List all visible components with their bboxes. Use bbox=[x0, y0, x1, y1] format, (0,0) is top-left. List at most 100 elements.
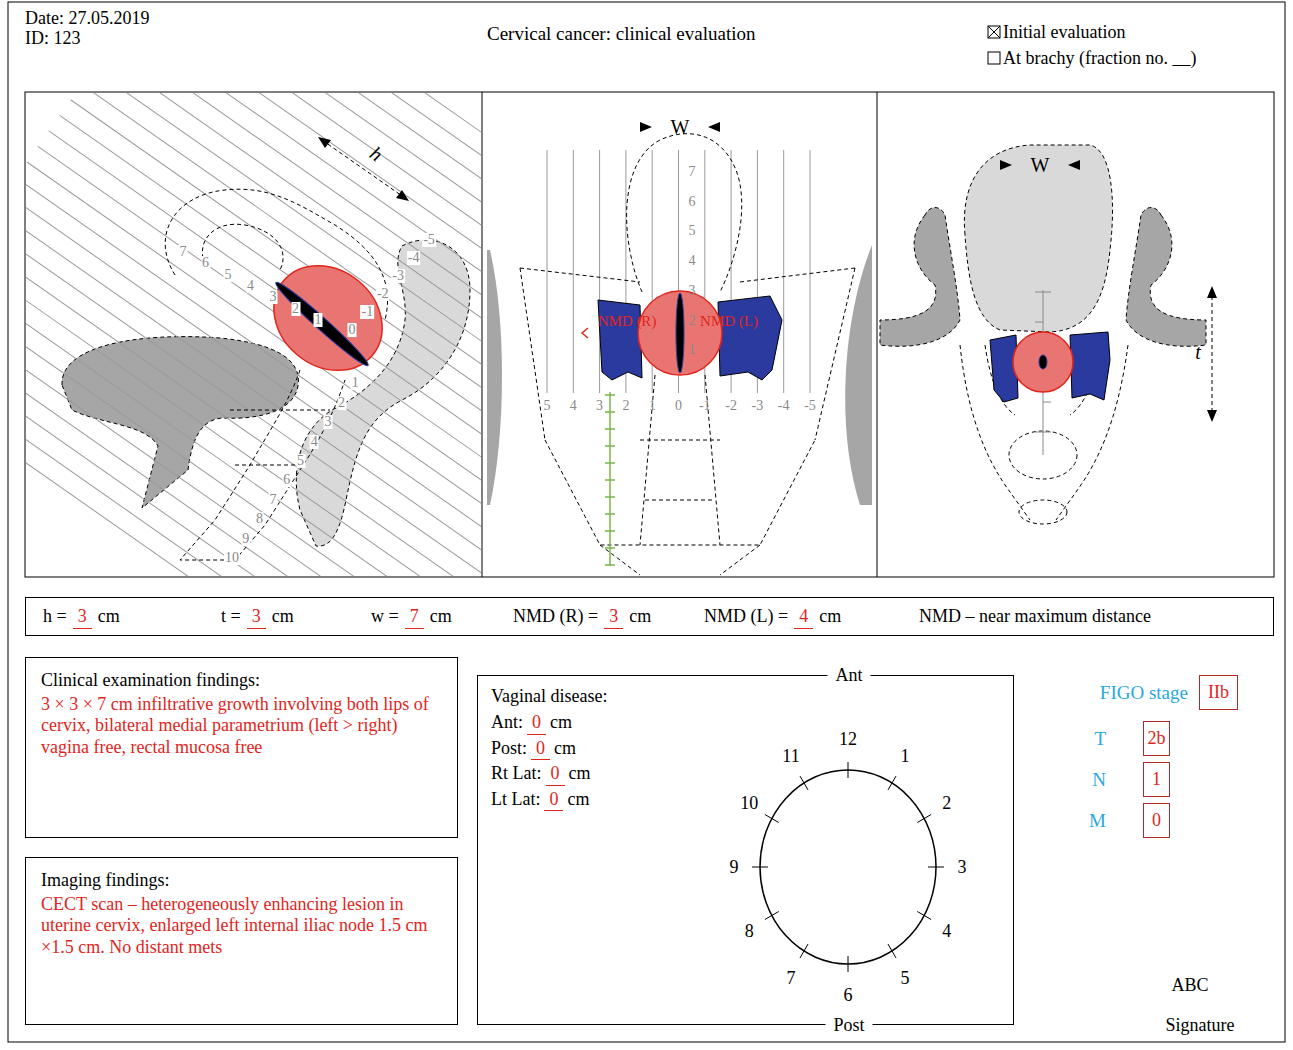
field-text: 3 bbox=[73, 606, 92, 629]
grid-lines bbox=[26, 93, 481, 576]
clock-tick bbox=[888, 944, 896, 958]
form-title: Cervical cancer: clinical evaluation bbox=[487, 23, 756, 45]
field-text: cm bbox=[554, 738, 576, 760]
ruler-tick bbox=[605, 564, 615, 566]
grid-line bbox=[547, 150, 548, 393]
grid-line bbox=[71, 100, 481, 467]
clock-tick bbox=[888, 776, 896, 790]
tumour-shape bbox=[638, 291, 722, 375]
grid-line bbox=[810, 150, 811, 393]
nmd-arrow bbox=[582, 328, 588, 338]
clock-tick bbox=[848, 762, 849, 778]
scale-number: 3 bbox=[323, 415, 332, 429]
ruler-line bbox=[609, 392, 611, 566]
scale-number: 7 bbox=[179, 245, 188, 259]
stage-heading: M bbox=[1089, 809, 1106, 832]
panel-divider bbox=[482, 92, 483, 577]
grid-line bbox=[26, 178, 481, 545]
scale-number: 5 bbox=[224, 268, 233, 282]
scale-number: 5 bbox=[296, 454, 305, 468]
field-text: NMD (L) = bbox=[704, 606, 788, 628]
scale-number: 2 bbox=[622, 399, 629, 413]
grid-line bbox=[26, 302, 453, 576]
ruler-tick bbox=[605, 479, 615, 481]
scale-number: 3 bbox=[596, 399, 603, 413]
clock-number: 4 bbox=[942, 921, 951, 942]
tumour-shape bbox=[253, 244, 404, 392]
grid-line bbox=[26, 209, 481, 576]
stage-heading: FIGO stage bbox=[1100, 681, 1188, 704]
field-text: cm bbox=[550, 712, 572, 734]
clock-number: 12 bbox=[839, 729, 857, 750]
scale-number: 4 bbox=[310, 435, 319, 449]
scale-number: 1 bbox=[314, 313, 323, 327]
scale-number: -1 bbox=[361, 305, 375, 319]
field-text: Rt Lat: bbox=[491, 763, 542, 785]
grid-line bbox=[573, 150, 574, 393]
field-text: cm bbox=[567, 789, 589, 811]
dimension-label: W bbox=[1031, 154, 1050, 177]
clock-tick bbox=[917, 815, 931, 823]
scale-number: 6 bbox=[282, 473, 291, 487]
nmd-label: NMD (R) bbox=[598, 313, 657, 330]
grid-line bbox=[26, 193, 481, 560]
scale-number: 1 bbox=[649, 399, 656, 413]
clock-ticks bbox=[752, 762, 944, 972]
ruler-tick bbox=[605, 496, 615, 498]
ruler-tick bbox=[605, 411, 615, 413]
clock-tick bbox=[848, 956, 849, 972]
scale-number: 9 bbox=[241, 532, 250, 546]
panel-frame bbox=[25, 92, 1274, 577]
field-text: Ant bbox=[828, 665, 871, 687]
scale-number: 7 bbox=[689, 165, 696, 179]
grid-line bbox=[147, 93, 481, 358]
form-date: Date: 27.05.2019 bbox=[25, 8, 149, 29]
stage-value: 0 bbox=[1152, 810, 1161, 832]
uterus-outline bbox=[627, 134, 742, 292]
scale-number: 2 bbox=[689, 314, 696, 328]
clock-tick bbox=[765, 815, 779, 823]
parametrium-left bbox=[1070, 332, 1110, 400]
field-text: NMD – near maximum distance bbox=[919, 606, 1151, 628]
scale-number: -4 bbox=[778, 399, 790, 413]
grid-line bbox=[38, 146, 481, 513]
scale-number: 0 bbox=[348, 323, 357, 337]
scale-number: 6 bbox=[689, 195, 696, 209]
field-text: 0 bbox=[531, 738, 550, 761]
form-id: ID: 123 bbox=[25, 28, 81, 49]
scale-number: 2 bbox=[337, 396, 346, 410]
scale-number: 4 bbox=[689, 254, 696, 268]
grid-line bbox=[114, 93, 481, 405]
grid-line bbox=[26, 271, 475, 576]
field-text: Post bbox=[825, 1015, 872, 1037]
cervical-canal bbox=[1039, 355, 1047, 369]
scale-number: 5 bbox=[544, 399, 551, 413]
anus-outline bbox=[1019, 500, 1067, 524]
grid-line bbox=[81, 93, 481, 451]
scale-number: 5 bbox=[689, 224, 696, 238]
grid-line bbox=[26, 333, 431, 576]
box-heading: Clinical examination findings: bbox=[41, 670, 442, 692]
scale-number: 2 bbox=[291, 302, 300, 316]
ruler-tick bbox=[605, 547, 615, 549]
scale-number: -3 bbox=[391, 269, 405, 283]
scale-number: 3 bbox=[269, 290, 278, 304]
sagittal-view bbox=[26, 93, 481, 576]
field-text: 4 bbox=[794, 606, 813, 629]
clock-number: 9 bbox=[730, 857, 739, 878]
signature-name: ABC bbox=[1171, 975, 1208, 996]
ruler-tick bbox=[605, 513, 615, 515]
field-text: 7 bbox=[405, 606, 424, 629]
field-text: h = bbox=[43, 606, 67, 628]
dimension-label: t bbox=[1195, 341, 1201, 364]
clock-tick bbox=[765, 912, 779, 920]
ruler bbox=[605, 392, 615, 566]
scale-number: -2 bbox=[376, 287, 390, 301]
cavity-outline bbox=[202, 224, 283, 270]
clock-number: 11 bbox=[782, 746, 799, 767]
dimension-label: h bbox=[365, 142, 386, 167]
scale-number: 4 bbox=[246, 279, 255, 293]
field-text: Ant: bbox=[491, 712, 523, 734]
organ-outline bbox=[520, 268, 855, 575]
field-text: cm bbox=[98, 606, 120, 628]
